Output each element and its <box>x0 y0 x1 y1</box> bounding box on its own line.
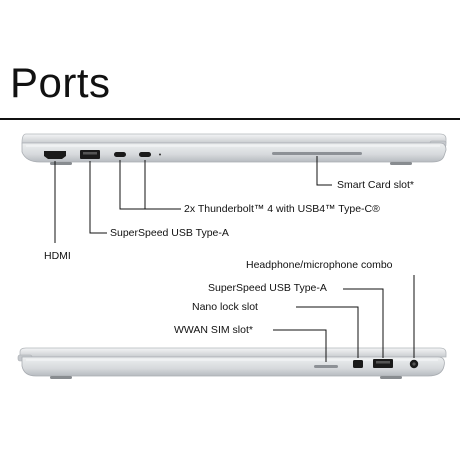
hdmi-port <box>44 151 66 159</box>
usb-c-port-2 <box>139 152 151 157</box>
thunderbolt-callout <box>119 160 181 210</box>
usb-a-right-callout <box>343 288 384 358</box>
nano-lock-label: Nano lock slot <box>192 301 258 313</box>
page-title: Ports <box>10 59 111 106</box>
smart-card-slot <box>272 152 362 155</box>
usb-a-left-label: SuperSpeed USB Type-A <box>110 227 229 239</box>
nano-lock-callout <box>296 306 359 358</box>
wwan-sim-label: WWAN SIM slot* <box>174 324 253 336</box>
wwan-sim-callout <box>273 329 327 362</box>
hdmi-label: HDMI <box>44 250 71 262</box>
usb-c-port-1 <box>114 152 126 157</box>
usb-a-left-callout <box>89 161 107 234</box>
nano-lock-slot <box>353 360 363 368</box>
laptop-right-side <box>17 347 447 379</box>
title-divider <box>0 118 460 120</box>
thunderbolt-label: 2x Thunderbolt™ 4 with USB4™ Type-C® <box>184 203 380 215</box>
status-led <box>159 153 161 156</box>
headphone-label: Headphone/microphone combo <box>246 259 393 271</box>
wwan-sim-slot <box>314 365 338 368</box>
laptop-left-side <box>21 133 447 165</box>
usb-a-right-label: SuperSpeed USB Type-A <box>208 282 327 294</box>
smart-card-callout <box>316 156 332 186</box>
smart-card-label: Smart Card slot* <box>337 179 415 191</box>
